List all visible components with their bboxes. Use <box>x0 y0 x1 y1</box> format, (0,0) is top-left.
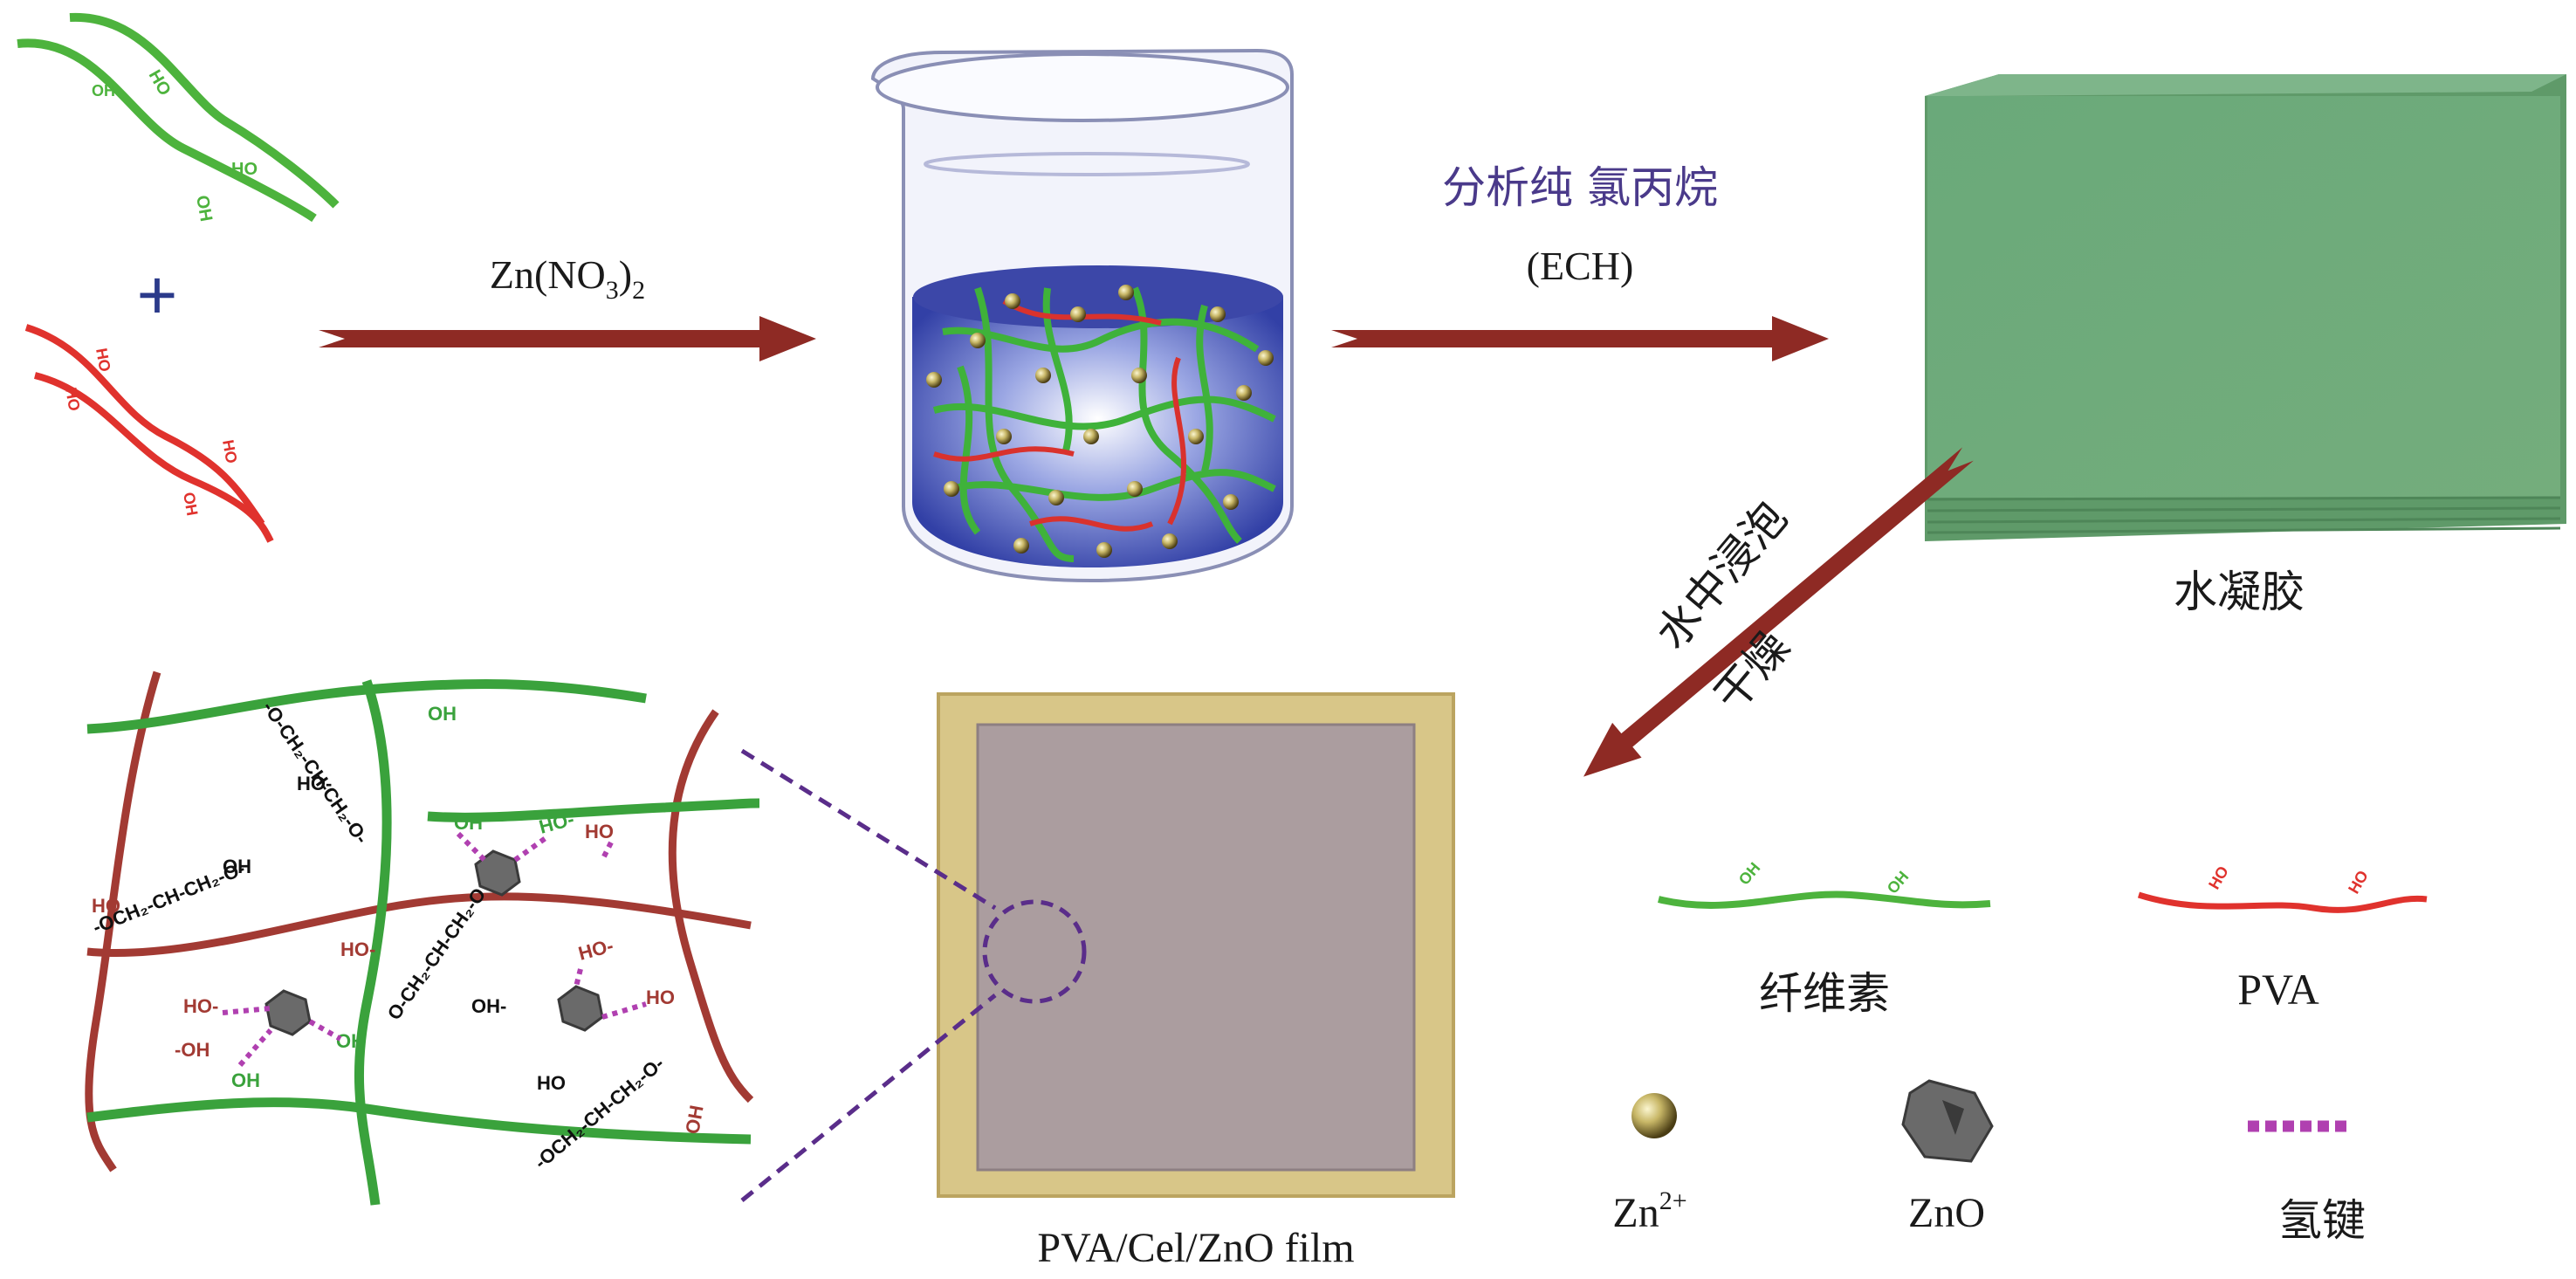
oh-green-label: OH <box>231 1069 260 1091</box>
hydrogel-block <box>1925 74 2566 541</box>
arrow-step2 <box>1331 316 1829 361</box>
ho-label: HO <box>2345 868 2372 897</box>
legend-zn-ion-label: Zn2+ <box>1612 1186 1686 1236</box>
oh-label: OH <box>1735 859 1764 889</box>
oh-label: OH <box>1884 868 1913 897</box>
oh-green-label: OH <box>336 1030 365 1052</box>
plus-sign: + <box>137 256 178 334</box>
ho-label: HO <box>62 386 83 412</box>
arrow-step3 <box>1583 447 1974 777</box>
legend-zno-label: ZnO <box>1908 1190 1985 1236</box>
film-label: PVA/Cel/ZnO film <box>1037 1225 1354 1271</box>
network-structure: -O-CH₂-CH-CH₂-O- HO- -OCH₂-CH-CH₂-O- OH … <box>85 670 760 1206</box>
cellulose-strands-top-left: HO OH HO OH <box>17 12 340 223</box>
oh-black-label: OH- <box>471 995 506 1017</box>
legend: OH OH 纤维素 HO HO PVA Zn2+ ZnO 氢键 <box>1612 859 2428 1246</box>
legend-pva-label: PVA <box>2237 965 2319 1014</box>
network-hydrogen-bonds <box>222 831 647 1067</box>
pva-strands-top-left: HO HO HO OH <box>24 324 274 543</box>
ho-black-label: HO- <box>297 773 332 794</box>
ho-red-label: HO <box>646 987 675 1008</box>
legend-cellulose-swatch <box>1658 890 1991 909</box>
step3-dry-label: 干燥 <box>1705 622 1800 721</box>
legend-cellulose: OH OH <box>1658 859 1991 909</box>
step1-reagent-label: Zn(NO3)2 <box>490 252 645 305</box>
step2-reagent-abbrev: (ECH) <box>1527 244 1634 288</box>
film-photo <box>937 692 1455 1198</box>
oh-label: OH <box>180 491 201 517</box>
ho-red-label: HO- <box>340 939 375 960</box>
oh-green-label: OH <box>428 703 457 725</box>
zoom-circle <box>982 899 1087 1004</box>
ho-black-label: HO <box>537 1072 566 1094</box>
hydrogel-label: 水凝胶 <box>2174 567 2305 617</box>
oh-label: HO <box>219 438 240 464</box>
step2-reagent-label: 分析纯 氯丙烷 <box>1442 162 1718 213</box>
oh-label: OH <box>192 194 216 223</box>
zoom-lines <box>740 748 997 1202</box>
ho-red-label: HO- <box>576 934 615 965</box>
legend-cellulose-label: 纤维素 <box>1759 968 1890 1019</box>
ho-red-label: HO <box>585 821 614 842</box>
ho-label: HO <box>2205 863 2232 892</box>
oh-green-label: OH <box>454 812 483 834</box>
arrow-step1 <box>319 316 816 361</box>
legend-pva: HO HO <box>2137 863 2428 913</box>
oh-red-label: -OH <box>175 1039 210 1061</box>
ho-red-label: HO- <box>183 995 218 1017</box>
ho-red-label: HO <box>92 895 120 917</box>
legend-zno-swatch <box>1901 1079 1994 1163</box>
beaker-zn-ions <box>926 285 1274 558</box>
crosslink-bottom: -OCH₂-CH-CH₂-O- <box>530 1052 668 1173</box>
legend-pva-swatch <box>2137 891 2428 913</box>
oh-red-label: OH <box>681 1104 707 1136</box>
legend-hydrogen-bond-label: 氢键 <box>2278 1195 2366 1246</box>
network-zno-particles <box>264 849 604 1036</box>
oh-black-label: OH <box>223 856 251 877</box>
oh-label: OH <box>92 82 115 100</box>
beaker <box>870 48 1294 583</box>
ho-label: HO <box>231 160 258 179</box>
legend-zn-ion-swatch <box>1631 1093 1677 1138</box>
ho-label: HO <box>93 347 113 373</box>
